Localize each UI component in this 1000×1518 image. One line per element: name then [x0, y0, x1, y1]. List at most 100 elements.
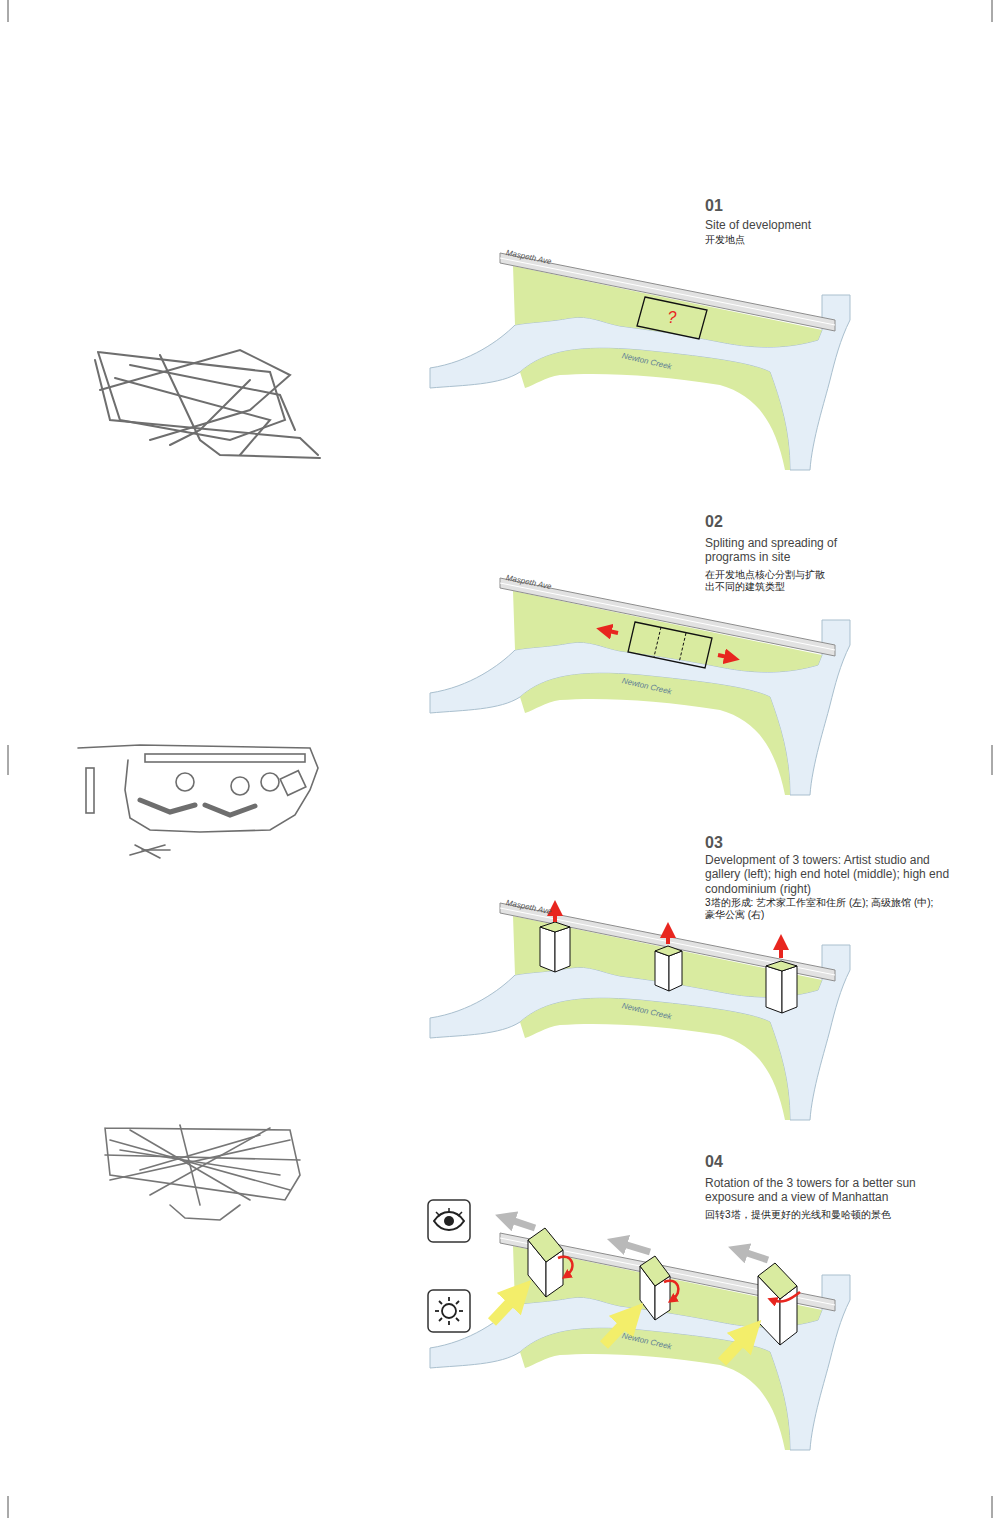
step-number: 02	[705, 512, 765, 531]
plan-sketch-part	[205, 805, 255, 815]
split-box-part	[679, 633, 686, 663]
step-title: Development of 3 towers: Artist studio a…	[705, 853, 955, 896]
sun-icon-part	[435, 1297, 463, 1325]
plan-sketch-part	[135, 845, 160, 858]
sun-icon-part	[442, 1304, 456, 1318]
growth-arrows-part	[666, 930, 670, 944]
crop-marks-part	[992, 745, 993, 775]
sun-icon-part-part	[456, 1301, 459, 1304]
plan-sketch-part	[231, 777, 249, 795]
eye-icon-part	[444, 1216, 454, 1226]
crop-marks-part	[8, 0, 9, 22]
towers-03-part	[669, 951, 682, 991]
view-arrows-part	[738, 1250, 768, 1260]
rotation-arrows	[558, 1257, 800, 1302]
site-question: ?	[668, 309, 677, 327]
section-sketch-part	[140, 1135, 260, 1170]
step-title: Spliting and spreading of programs in si…	[705, 536, 850, 565]
step-title-zh: 开发地点	[705, 234, 905, 246]
split-box-part	[718, 655, 732, 658]
rotation-arrows-part	[664, 1281, 678, 1300]
towers-03-part	[782, 966, 797, 1013]
sun-icon-part-part	[448, 1297, 450, 1301]
site-box-outline	[637, 297, 707, 339]
split-box	[604, 622, 732, 668]
view-arrows-part	[617, 1242, 650, 1252]
growth-arrows-part	[553, 908, 557, 922]
towers-03-part	[766, 966, 782, 1013]
concept-sketch-part	[160, 355, 320, 458]
rotation-arrows-part	[772, 1292, 800, 1302]
site-plan-03	[430, 903, 850, 1120]
plan-sketch-part	[145, 754, 305, 762]
towers-03-part	[555, 927, 570, 972]
eye-icon-part	[428, 1200, 470, 1242]
sun-icon-part-part	[439, 1301, 442, 1304]
rotation-arrows-part	[558, 1257, 572, 1276]
step-number: 01	[705, 196, 765, 215]
step-title: Site of development	[705, 218, 905, 232]
step-title-zh: 回转3塔，提供更好的光线和曼哈顿的景色	[705, 1209, 950, 1221]
towers-03-part	[655, 946, 682, 956]
sun-icon-part-part	[435, 1310, 439, 1312]
section-sketch-part	[110, 1140, 290, 1180]
plan-sketch-part	[86, 768, 94, 813]
section-sketch	[105, 1125, 300, 1220]
towers-03-part	[766, 961, 797, 971]
site-plan-01	[430, 253, 850, 470]
concept-sketch	[95, 350, 320, 458]
plan-sketch-part	[280, 771, 306, 796]
sun-arrows	[492, 1292, 750, 1362]
site-box: ?	[636, 296, 708, 340]
crop-marks	[8, 0, 992, 1518]
view-arrows-part	[505, 1218, 535, 1228]
eye-icon-part	[436, 1208, 462, 1216]
sun-icon-part-part	[456, 1318, 459, 1321]
site-plan-04	[430, 1233, 850, 1450]
split-box-part	[604, 630, 618, 633]
sun-icon-part	[428, 1290, 470, 1332]
towers-04-part	[758, 1263, 797, 1299]
concept-sketch-part	[100, 350, 290, 440]
plan-sketch	[78, 745, 318, 858]
step-title-zh: 在开发地点核心分割与扩散 出不同的建筑类型	[705, 569, 835, 593]
site-plan-02	[430, 578, 850, 795]
section-sketch-part	[120, 1150, 280, 1175]
growth-arrows-part	[779, 942, 783, 958]
sun-icon-part-part	[448, 1321, 450, 1325]
section-sketch-part	[105, 1128, 300, 1200]
section-sketch-part	[105, 1155, 300, 1160]
plan-sketch-part	[78, 745, 318, 832]
section-sketch-part	[170, 1205, 240, 1220]
sun-icon-part-part	[459, 1310, 463, 1312]
sun-arrows-part	[492, 1292, 520, 1322]
sun-icon	[428, 1290, 470, 1332]
concept-sketch-part	[95, 360, 318, 455]
crop-marks-part	[992, 0, 993, 22]
towers-03-part	[540, 927, 555, 972]
concept-sketch-part	[170, 380, 250, 445]
section-sketch-part	[110, 1140, 290, 1190]
plan-sketch-part	[142, 849, 170, 851]
plan-sketch-part	[176, 773, 194, 791]
towers-03-part	[655, 951, 669, 991]
plan-sketch-part	[261, 773, 279, 791]
towers-04	[528, 1228, 797, 1345]
towers-03	[540, 922, 797, 1013]
sun-icon-part-part	[439, 1318, 442, 1321]
step-number: 03	[705, 833, 765, 852]
section-sketch-part	[180, 1125, 200, 1205]
step-title: Rotation of the 3 towers for a better su…	[705, 1176, 950, 1205]
sun-arrows-part	[722, 1332, 750, 1362]
split-box-part	[654, 627, 661, 657]
crop-marks-part	[8, 1496, 9, 1518]
concept-sketch-part	[115, 378, 270, 455]
eye-icon	[428, 1200, 470, 1242]
step-number: 04	[705, 1152, 765, 1171]
plan-sketch-part	[140, 800, 195, 812]
towers-03-part	[540, 922, 570, 932]
split-box-part	[628, 622, 712, 668]
crop-marks-part	[992, 1496, 993, 1518]
crop-marks-part	[8, 745, 9, 775]
